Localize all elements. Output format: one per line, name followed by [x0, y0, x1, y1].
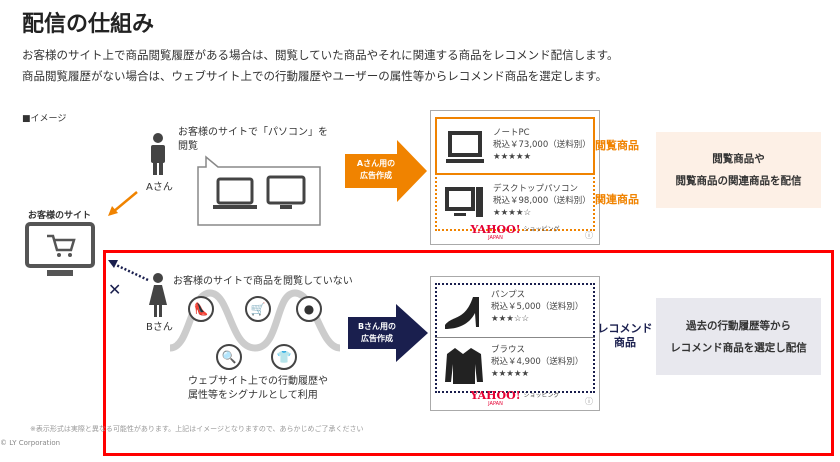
arrow-label-line: 広告作成: [361, 334, 393, 343]
person-a-icon: [151, 133, 165, 175]
item-price: 税込￥5,000（送料別）: [491, 302, 584, 312]
related-label: 関連商品: [595, 193, 639, 206]
search-icon: 🔍: [216, 344, 242, 370]
cart-icon: 🛒: [245, 296, 271, 322]
ad-item-viewed[interactable]: ノートPC 税込￥73,000（送料別） ★★★★★: [435, 117, 595, 175]
pumps-icon: [445, 297, 479, 329]
orange-ad-arrow: [345, 140, 427, 202]
item-price: 税込￥4,900（送料別）: [491, 357, 584, 367]
page-title: 配信の仕組み: [22, 12, 155, 37]
ad-info-icon[interactable]: ⓘ: [585, 231, 593, 240]
user-b-name: Bさん: [146, 322, 173, 333]
shoe-icon: 👠: [188, 296, 214, 322]
ad-item-pumps[interactable]: パンプス税込￥5,000（送料別） ★★★☆☆: [435, 283, 595, 338]
yahoo-shopping-logo: YAHOO!JAPAN ショッピング: [431, 389, 599, 407]
ad-preview-b: パンプス税込￥5,000（送料別） ★★★☆☆ ブラウス税込￥4,900（送料別）…: [430, 276, 600, 411]
description-line: 商品閲覧履歴がない場合は、ウェブサイト上での行動履歴やユーザーの属性等からレコメ…: [22, 69, 608, 83]
panel-line: 閲覧商品や: [712, 153, 765, 165]
ad-item-blouse[interactable]: ブラウス税込￥4,900（送料別） ★★★★★: [435, 338, 595, 393]
copyright: © LY Corporation: [0, 439, 61, 447]
brand-jp: JAPAN: [488, 235, 503, 241]
panel-line: 過去の行動履歴等から: [686, 319, 791, 332]
highlight-box: [103, 250, 834, 456]
person-b-icon: [149, 273, 167, 317]
label-line: レコメンド: [597, 322, 653, 335]
caption-line: 閲覧: [178, 141, 198, 152]
viewed-label: 閲覧商品: [595, 139, 639, 152]
arrow-label-a: Aさん用の広告作成: [348, 158, 404, 182]
user-a-caption: お客様のサイトで「パソコン」を閲覧: [178, 126, 328, 154]
recommend-label: レコメンド商品: [594, 322, 656, 350]
laptop-icon: [446, 131, 484, 163]
desktop-icon: [445, 187, 483, 217]
signal-line: ウェブサイト上での行動履歴や: [188, 376, 328, 387]
ad-item-related[interactable]: デスクトップパソコン税込￥98,000（送料別） ★★★★☆: [435, 173, 595, 231]
location-pin-icon: ●: [296, 296, 322, 322]
ad-preview-a: ノートPC 税込￥73,000（送料別） ★★★★★ デスクトップパソコン税込￥98…: [430, 110, 600, 245]
item-name: デスクトップパソコン: [493, 184, 579, 194]
brand-jp: JAPAN: [488, 401, 503, 407]
item-stars: ★★★★★: [493, 152, 532, 162]
orange-arrow-to-site: [108, 191, 138, 216]
caption-line: お客様のサイトで「パソコン」を: [178, 127, 328, 138]
panel-b: 過去の行動履歴等からレコメンド商品を選定し配信: [656, 298, 821, 375]
user-a-name: Aさん: [146, 182, 173, 193]
panel-line: 閲覧商品の関連商品を配信: [675, 175, 802, 187]
item-name: ブラウス: [491, 345, 526, 355]
footnote: ※表示形式は実際と異なる可能性があります。上記はイメージとなりますので、あらかじ…: [30, 425, 364, 433]
brand-sub: ショッピング: [523, 392, 560, 399]
item-name: ノートPC: [493, 128, 530, 138]
blouse-icon: [445, 348, 483, 384]
description-line: お客様のサイト上で商品閲覧履歴がある場合は、閲覧していた商品やそれに関連する商品…: [22, 48, 619, 62]
panel-line: レコメンド商品を選定し配信: [670, 341, 807, 354]
dotted-arrow-icon: [108, 260, 149, 282]
signal-line: 属性等をシグナルとして利用: [188, 390, 318, 401]
item-price: 税込￥73,000（送料別）: [493, 140, 591, 150]
arrow-label-b: Bさん用の広告作成: [350, 321, 404, 345]
item-name: パンプス: [491, 290, 526, 300]
site-monitor-cart-icon: [25, 222, 95, 276]
navy-ad-arrow: [348, 304, 428, 362]
arrow-label-line: Bさん用の: [357, 322, 397, 331]
brand: YAHOO!: [470, 223, 521, 236]
arrow-label-line: 広告作成: [360, 171, 392, 180]
label-line: 商品: [614, 336, 636, 349]
ad-info-icon[interactable]: ⓘ: [585, 397, 593, 406]
item-stars: ★★★★★: [491, 369, 530, 379]
user-b-caption: お客様のサイトで商品を閲覧していない: [173, 276, 353, 287]
signal-caption: ウェブサイト上での行動履歴や属性等をシグナルとして利用: [188, 375, 328, 403]
speech-bubble-computers: [197, 155, 321, 226]
cross-icon: ✕: [108, 280, 122, 299]
brand-sub: ショッピング: [523, 226, 560, 233]
panel-a: 閲覧商品や閲覧商品の関連商品を配信: [656, 132, 821, 208]
image-label: ■イメージ: [22, 114, 67, 124]
site-label: お客様のサイト: [28, 211, 92, 221]
sweater-icon: 👕: [271, 344, 297, 370]
yahoo-logo: YAHOO!JAPAN: [470, 389, 521, 407]
arrow-label-line: Aさん用の: [356, 159, 396, 168]
item-price: 税込￥98,000（送料別）: [493, 196, 591, 206]
brand: YAHOO!: [470, 389, 521, 402]
yahoo-shopping-logo: YAHOO!JAPAN ショッピング: [431, 223, 599, 241]
yahoo-logo: YAHOO!JAPAN: [470, 223, 521, 241]
item-stars: ★★★☆☆: [491, 314, 530, 324]
item-stars: ★★★★☆: [493, 208, 532, 218]
recommend-frame: [435, 283, 595, 393]
